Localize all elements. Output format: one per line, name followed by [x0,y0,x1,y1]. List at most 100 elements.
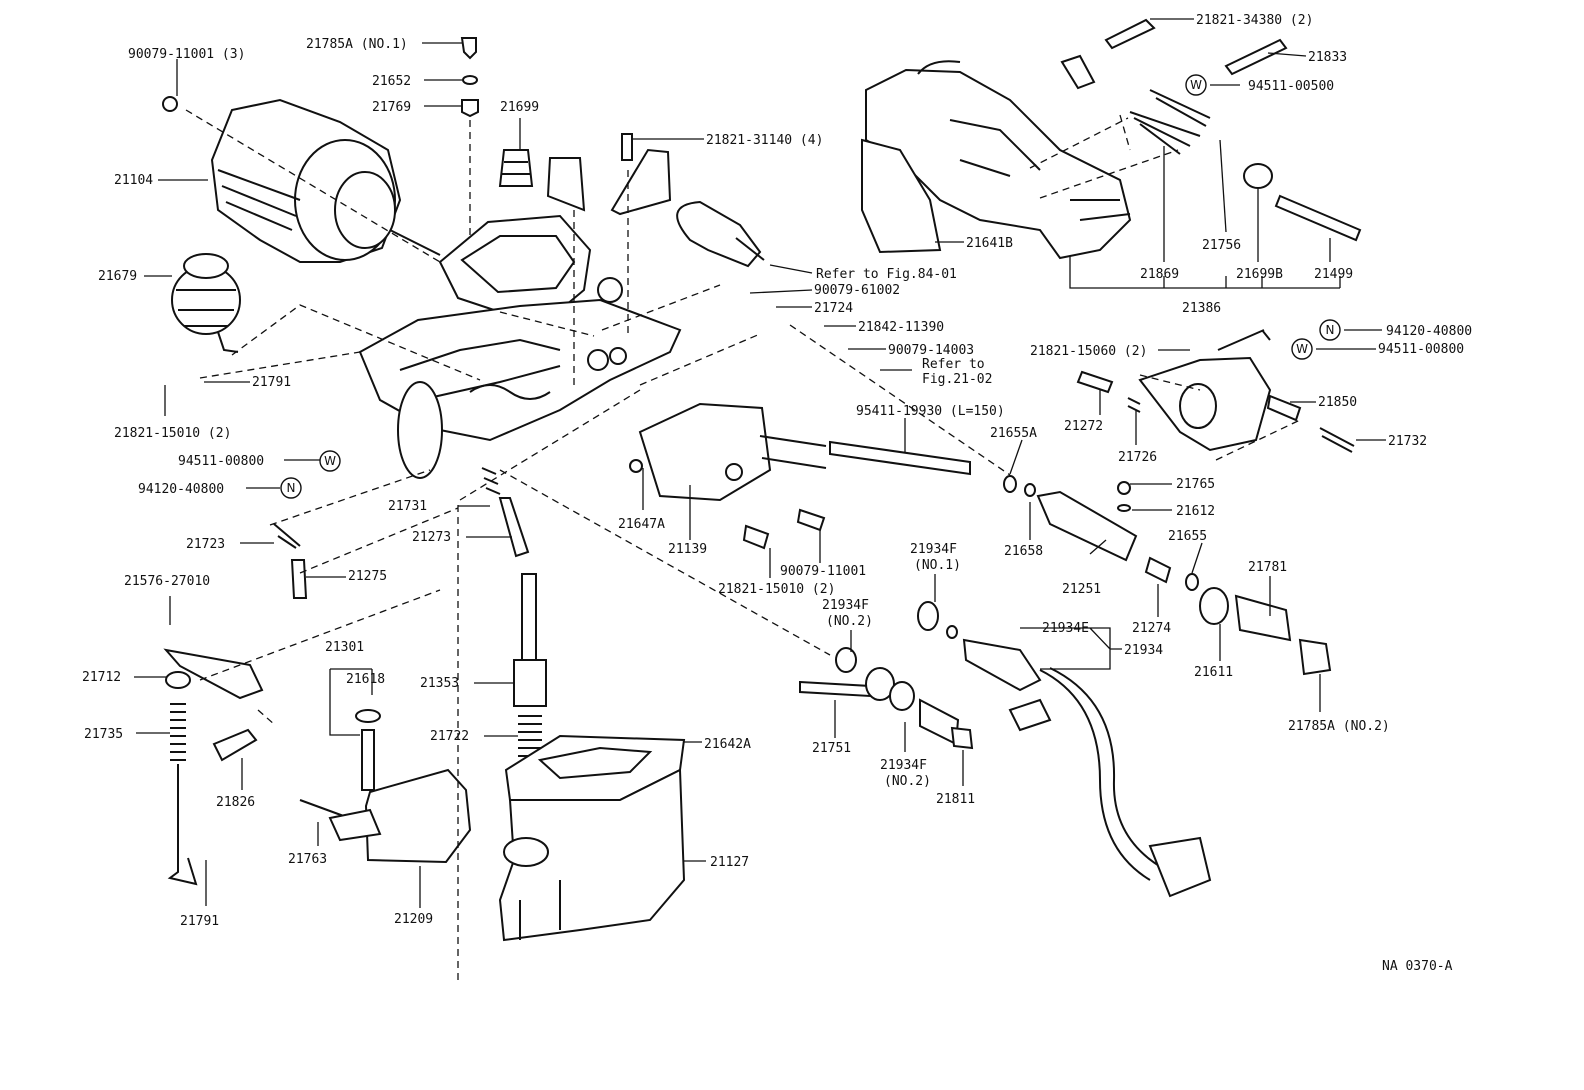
fuel-cut-valve-drawing [1003,475,1332,676]
label-21301: 21301 [325,640,364,655]
label-21139: 21139 [668,542,707,557]
sensor-21934-drawing [917,601,1212,898]
label-21850: 21850 [1318,395,1357,410]
label-21732: 21732 [1388,434,1427,449]
label-21934F-no1: 21934F [910,542,957,557]
label-21647A: 21647A [618,517,665,532]
leader-lines [134,18,1386,908]
dashed-assembly-lines [185,109,1301,980]
left-linkage-drawing [163,523,308,886]
label-21127: 21127 [710,855,749,870]
label-21934F-no2-bottom-suffix: (NO.2) [884,774,931,789]
washer-symbol-right-letter: W [1296,342,1308,356]
label-21785A-no2: 21785A (NO.2) [1288,719,1390,734]
label-21679: 21679 [98,269,137,284]
label-90079-14003: 90079-14003 [888,343,974,358]
label-21576-27010: 21576-27010 [124,574,210,589]
label-21763: 21763 [288,852,327,867]
washer-symbol-left-letter: W [324,454,336,468]
label-21699: 21699 [500,100,539,115]
label-21765: 21765 [1176,477,1215,492]
solenoid-drawing [676,200,765,268]
label-21934F-no1-suffix: (NO.1) [914,558,961,573]
label-21811: 21811 [936,792,975,807]
label-21934F-no2-top-suffix: (NO.2) [826,614,873,629]
top-right-springs [1104,18,1362,242]
label-21386: 21386 [1182,301,1221,316]
label-21611: 21611 [1194,665,1233,680]
label-21751: 21751 [812,741,851,756]
washer-symbol-top-right [1185,74,1207,96]
bracket-21647A-drawing [629,402,827,550]
label-90079-11001: 90079-11001 [780,564,866,579]
pipe-fitting-drawing [799,647,974,750]
label-21273: 21273 [412,530,451,545]
label-21274: 21274 [1132,621,1171,636]
label-21726: 21726 [1118,450,1157,465]
label-95411-19930: 95411-19930 (L=150) [856,404,1005,419]
label-21652: 21652 [372,74,411,89]
label-21756: 21756 [1202,238,1241,253]
label-94511-00800-right: 94511-00800 [1378,342,1464,357]
label-94511-00500: 94511-00500 [1248,79,1334,94]
washer-symbol-left [319,450,341,472]
label-21641B: 21641B [966,236,1013,251]
label-21934F-no2-bottom: 21934F [880,758,927,773]
label-90079-61002: 90079-61002 [814,283,900,298]
label-21826: 21826 [216,795,255,810]
needle-jet-drawing [481,467,547,757]
label-21769: 21769 [372,100,411,115]
fastener-symbols: W N W N W [280,74,1341,499]
label-21723: 21723 [186,537,225,552]
label-21785A-no1: 21785A (NO.1) [306,37,408,52]
part-drawings [162,18,1362,942]
nut-symbol-right-letter: N [1326,323,1335,337]
nut-symbol-left [280,477,302,499]
label-21821-34380-2: 21821-34380 (2) [1196,13,1313,28]
label-21731: 21731 [388,499,427,514]
label-21275: 21275 [348,569,387,584]
label-refer-to: Refer to [922,357,985,372]
label-21272: 21272 [1064,419,1103,434]
label-21781: 21781 [1248,560,1287,575]
label-21722: 21722 [430,729,469,744]
figure-code: NA 0370-A [1382,959,1453,974]
label-21642A: 21642A [704,737,751,752]
label-90079-11001-3: 90079-11001 (3) [128,47,245,62]
label-21712: 21712 [82,670,121,685]
label-94120-40800-right: 94120-40800 [1386,324,1472,339]
label-fig-21-02: Fig.21-02 [922,372,992,387]
nut-symbol-left-letter: N [287,481,296,495]
washer-symbol-top-right-letter: W [1190,78,1202,92]
label-21209: 21209 [394,912,433,927]
float-bowl-drawing [498,734,686,942]
label-refer-fig-84-01: Refer to Fig.84-01 [816,267,957,282]
label-94120-40800-left: 94120-40800 [138,482,224,497]
label-21934: 21934 [1124,643,1163,658]
label-21842-11390: 21842-11390 [858,320,944,335]
label-21655: 21655 [1168,529,1207,544]
label-21618: 21618 [346,672,385,687]
motor-21104-drawing [162,96,441,263]
label-21612: 21612 [1176,504,1215,519]
label-21821-15060-2: 21821-15060 (2) [1030,344,1147,359]
label-21869: 21869 [1140,267,1179,282]
accelerator-pump-drawing [299,709,472,864]
label-21104: 21104 [114,173,153,188]
label-21735: 21735 [84,727,123,742]
label-21658: 21658 [1004,544,1043,559]
label-21499: 21499 [1314,267,1353,282]
hose-drawing [829,440,971,476]
label-21821-15010-2-mid: 21821-15010 (2) [718,582,835,597]
nut-symbol-right [1319,319,1341,341]
label-21251: 21251 [1062,582,1101,597]
label-21655A: 21655A [990,426,1037,441]
label-21699B: 21699B [1236,267,1283,282]
label-21821-31140-4: 21821-31140 (4) [706,133,823,148]
carburetor-body-drawing [358,214,682,479]
label-21833: 21833 [1308,50,1347,65]
label-21934F-no2-top: 21934F [822,598,869,613]
label-21934E: 21934E [1042,621,1089,636]
label-21791-bottom: 21791 [180,914,219,929]
